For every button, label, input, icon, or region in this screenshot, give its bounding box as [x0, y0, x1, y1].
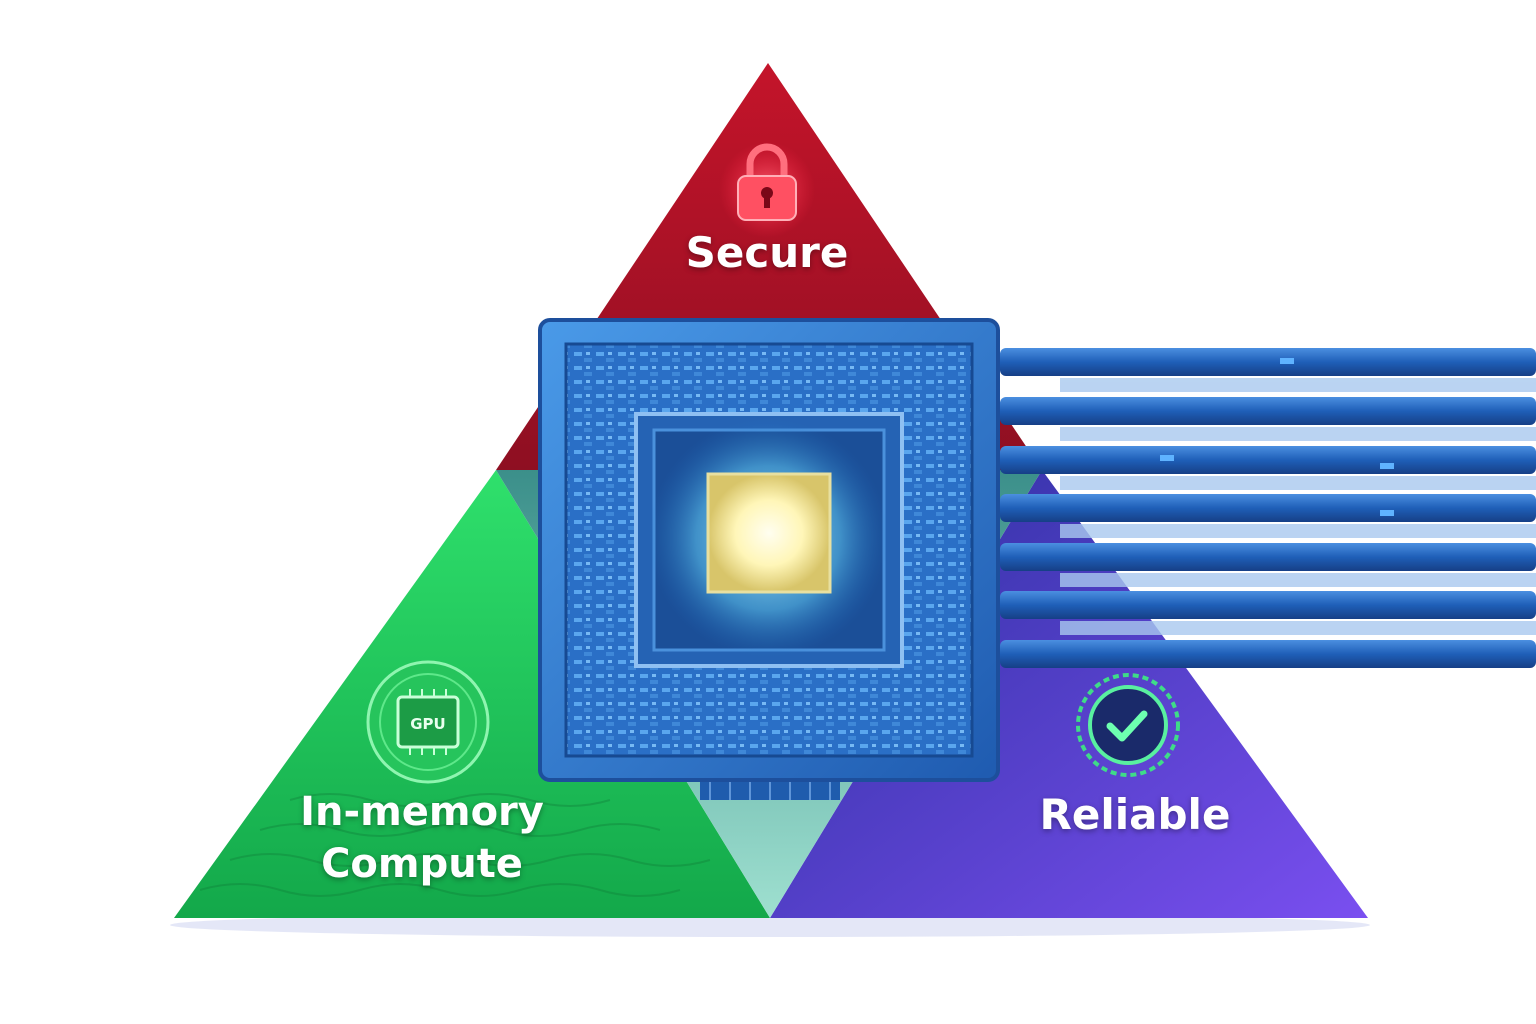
padlock-icon: [719, 142, 815, 238]
label-in-memory-line2: Compute: [321, 841, 523, 887]
gpu-chip-icon: GPU: [366, 660, 490, 784]
label-in-memory-line1: In-memory: [300, 789, 544, 835]
label-reliable: Reliable: [1039, 790, 1231, 839]
wave-texture: [199, 793, 711, 897]
gpu-icon-label: GPU: [410, 715, 446, 733]
ground-shadow: [170, 913, 1370, 937]
segment-reliable: [770, 470, 1368, 918]
checkmark-badge-icon: [1076, 673, 1180, 777]
label-secure: Secure: [685, 228, 849, 277]
label-in-memory-compute: In-memory Compute: [262, 786, 582, 890]
data-bus-lines: [1000, 348, 1536, 668]
processor-chip-icon: [538, 318, 1000, 800]
